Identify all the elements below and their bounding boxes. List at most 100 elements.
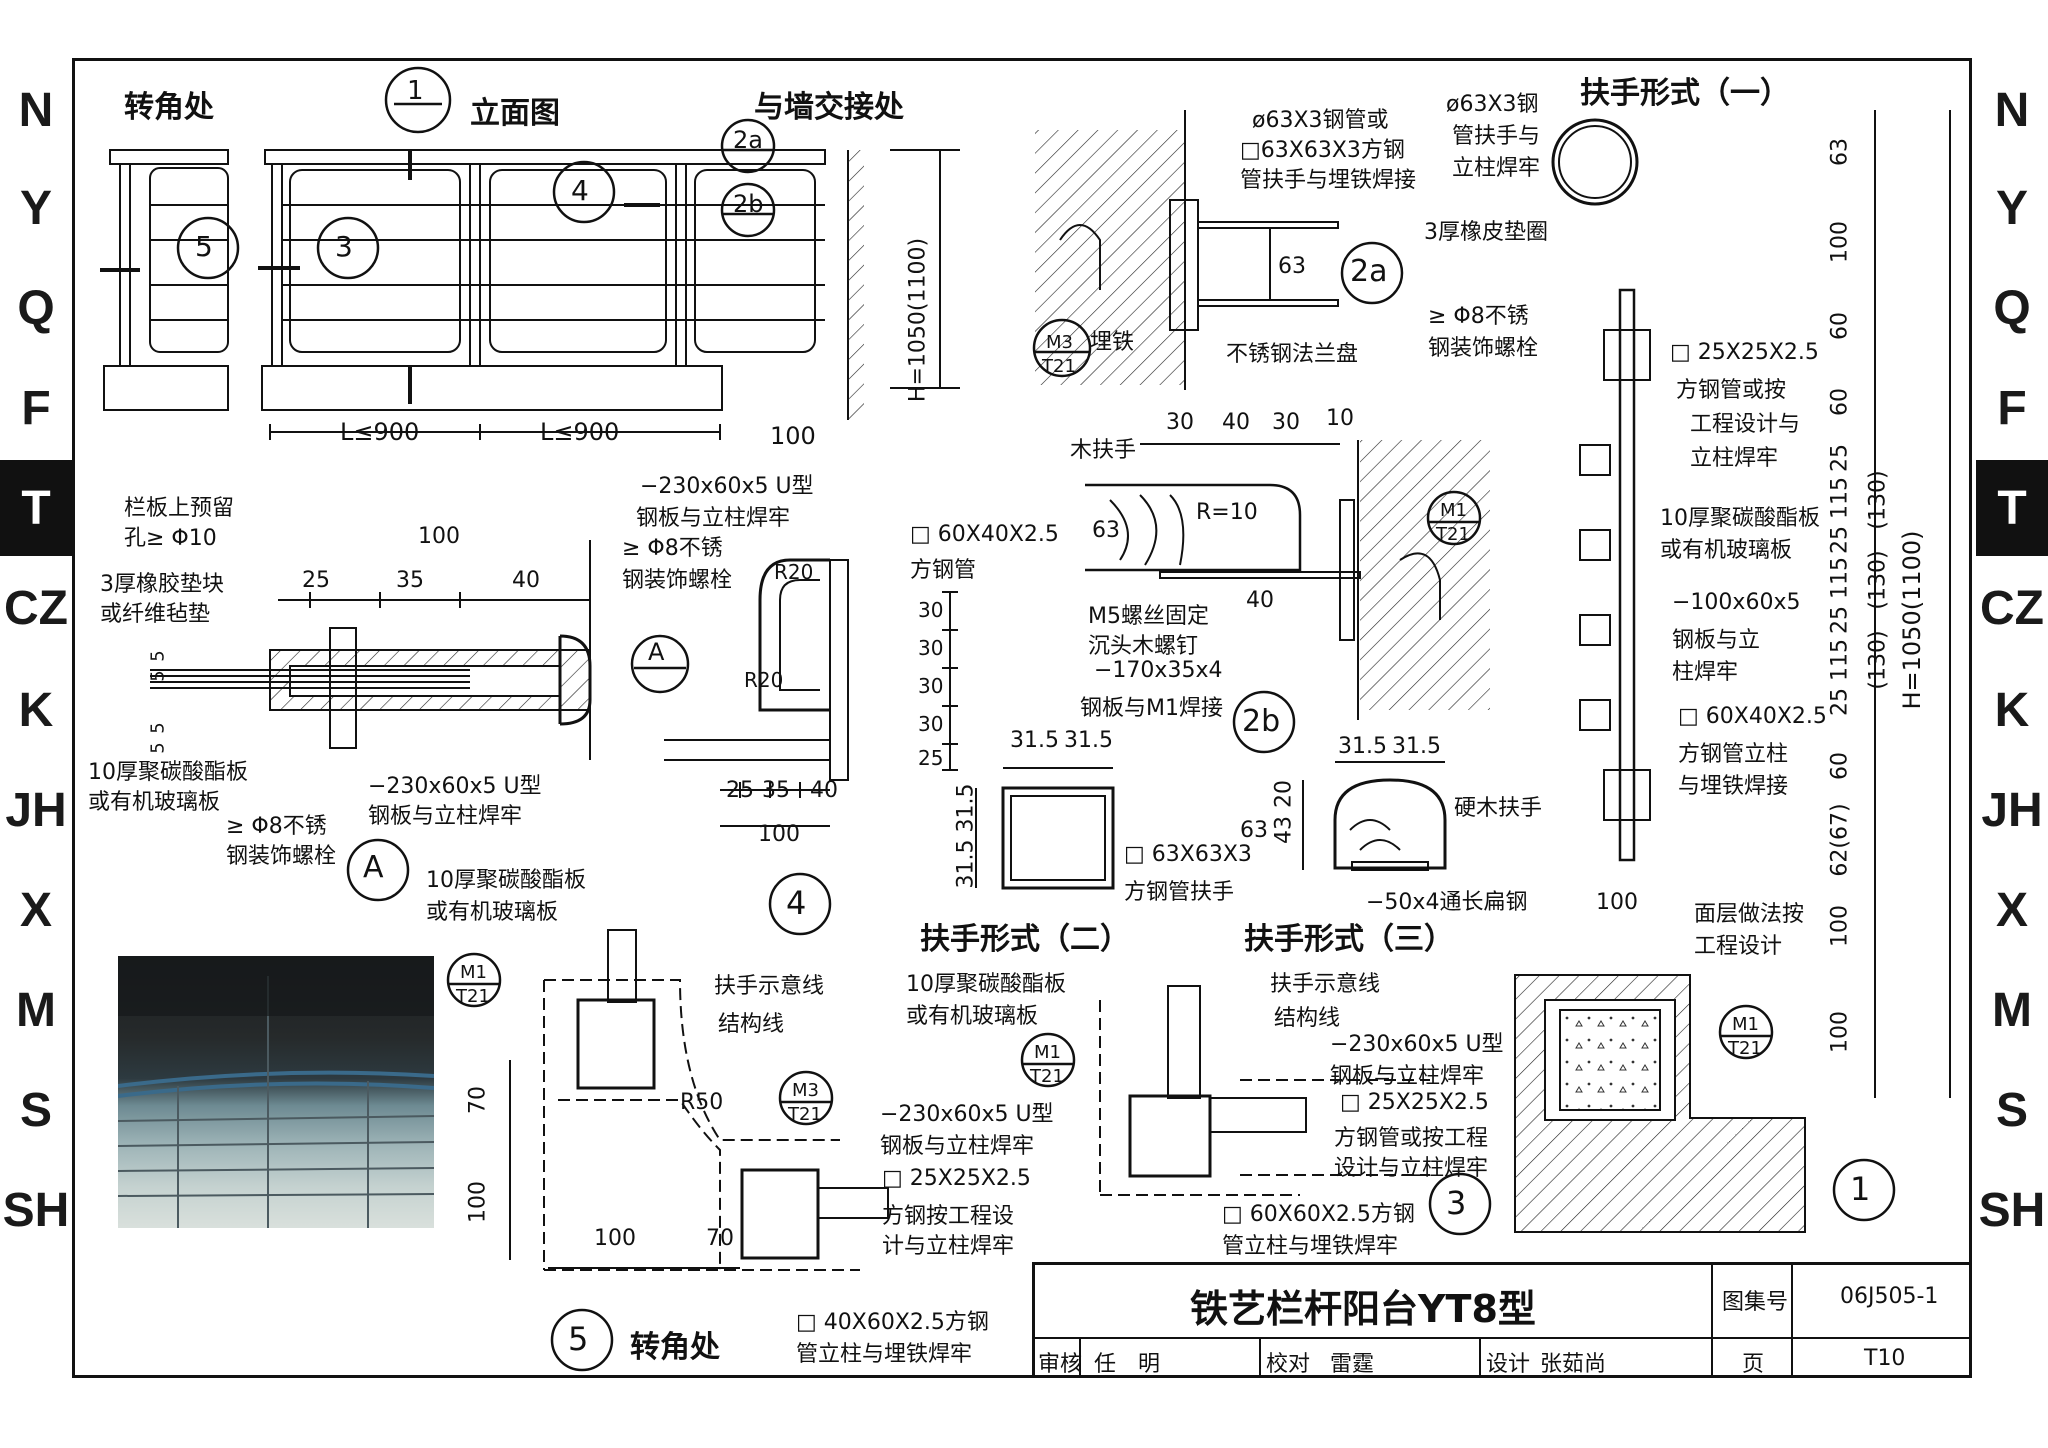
note-4-tube2: 方钢管 [910, 558, 977, 583]
square-handrail-section [975, 767, 1115, 890]
elevation-view [100, 149, 960, 440]
note-3-tube1: □ 25X25X2.5 [1340, 1090, 1489, 1115]
dim-A-5b: 5 [147, 670, 169, 682]
dim-2b-63: 63 [1092, 518, 1120, 543]
dim-1-v15: 100 [1827, 1011, 1853, 1053]
note-3-board2: 或有机玻璃板 [906, 1004, 1039, 1029]
side-tab-n[interactable]: N [18, 83, 54, 137]
side-tab-s[interactable]: S [19, 1083, 52, 1137]
note-5-tube3: 计与立柱焊牢 [882, 1234, 1015, 1259]
note-3-tube2: 方钢管或按工程 [1334, 1126, 1489, 1151]
t21-tag-3: T21 [788, 1104, 822, 1125]
dim-1-v1: 63 [1827, 138, 1853, 166]
side-tab-m[interactable]: M [16, 983, 56, 1037]
side-tab-t[interactable]: T [0, 460, 72, 556]
side-tab-sh[interactable]: SH [1978, 1183, 2046, 1237]
dim-wood-43: 43 [1271, 816, 1297, 844]
dim-1-100: 100 [1596, 890, 1638, 915]
dim-A-100: 100 [418, 524, 460, 549]
callout-A-ref: A [648, 638, 665, 666]
t21-tag-2a: T21 [1042, 356, 1076, 377]
detail-A [150, 540, 592, 760]
note-2a-embed: 埋铁 [1090, 330, 1135, 355]
side-tab-k[interactable]: K [18, 683, 54, 737]
side-tab-y[interactable]: Y [19, 181, 52, 235]
dim-2b-40v: 40 [1246, 588, 1274, 613]
side-tab-jh[interactable]: JH [5, 783, 67, 837]
note-4-uplate2: 钢板与立柱焊牢 [636, 506, 791, 531]
t21-tag-5a: T21 [456, 986, 490, 1007]
dim-4-v2: 30 [918, 636, 944, 660]
side-tab-cz[interactable]: CZ [1980, 581, 2044, 635]
note-A-bolt2: 钢装饰螺栓 [226, 844, 337, 869]
balcony-photo [118, 956, 434, 1228]
dim-wood-63: 63 [1240, 818, 1268, 843]
detail-5 [509, 929, 889, 1271]
note-1-pipe3: 立柱焊牢 [1452, 156, 1541, 181]
note-A-bolt1: ≥ Φ8不锈 [226, 814, 327, 839]
note-A-board2: 或有机玻璃板 [88, 790, 221, 815]
note-2b-r10: R=10 [1196, 500, 1258, 525]
note-A-uplate1: −230x60x5 U型 [368, 774, 542, 799]
side-tab-jh[interactable]: JH [1981, 783, 2043, 837]
note-5-post1: □ 40X60X2.5方钢 [796, 1310, 989, 1335]
detail-1-marker: 1 [1850, 1170, 1871, 1208]
dim-h-detail1: H=1050(1100) [1898, 530, 1926, 710]
side-tab-sh[interactable]: SH [2, 1183, 70, 1237]
dim-A-40: 40 [512, 568, 540, 593]
side-tab-m[interactable]: M [1992, 983, 2032, 1037]
note-2b-plate1: −170x35x4 [1094, 658, 1223, 683]
note-2a-2: □63X63X3方钢 [1240, 138, 1405, 163]
note-wood: 硬木扶手 [1454, 796, 1543, 821]
dim-5-70h: 70 [706, 1226, 734, 1251]
side-tab-n[interactable]: N [1994, 83, 2030, 137]
note-1-bolt1: ≥ Φ8不锈 [1428, 304, 1529, 329]
dim-A-5c: 5 [147, 722, 169, 734]
dim-4-v5: 25 [918, 746, 944, 770]
side-tab-t[interactable]: T [1976, 460, 2048, 556]
note-A-uplate2: 钢板与立柱焊牢 [368, 804, 523, 829]
detail-4 [664, 558, 958, 827]
note-2a-3: 管扶手与埋铁焊接 [1240, 168, 1417, 193]
callout-circles [176, 66, 1896, 1372]
dim-1-v3: 60 [1827, 312, 1853, 340]
note-2b-wood: 木扶手 [1070, 438, 1137, 463]
detail-3 [1099, 985, 1430, 1196]
design-label: 设计 [1486, 1352, 1531, 1377]
side-tab-k[interactable]: K [1994, 683, 2030, 737]
side-tab-y[interactable]: Y [1995, 181, 2028, 235]
dim-2b-10: 10 [1326, 406, 1354, 431]
side-tab-q[interactable]: Q [17, 281, 55, 335]
view-title-handrail-type2: 扶手形式（二） [920, 922, 1130, 957]
dim-4-v3: 30 [918, 674, 944, 698]
note-5-r50: R50 [680, 1090, 724, 1115]
check-label: 校对 [1266, 1352, 1311, 1377]
title-block [1032, 1262, 1972, 1378]
side-tab-x[interactable]: X [19, 883, 52, 937]
note-1-board1: 10厚聚碳酸酯板 [1660, 506, 1820, 531]
m1-tag-2b: M1 [1440, 500, 1467, 521]
side-tab-q[interactable]: Q [1993, 281, 2031, 335]
title-block-lines [1032, 1262, 1972, 1378]
detail-A-marker: A [363, 850, 384, 885]
note-3-post2: 管立柱与埋铁焊牢 [1222, 1234, 1399, 1259]
side-tab-x[interactable]: X [1995, 883, 2028, 937]
dim-1-v11: 25 [1827, 688, 1853, 716]
note-4-bolt2: 钢装饰螺栓 [622, 568, 733, 593]
dim-1-v8: 115 [1827, 557, 1853, 599]
side-tab-cz[interactable]: CZ [4, 581, 68, 635]
dim-4-100: 100 [758, 822, 800, 847]
dim-2b-30a: 30 [1166, 410, 1194, 435]
side-tab-f[interactable]: F [1997, 381, 2027, 435]
note-1-finish1: 面层做法按 [1694, 902, 1805, 927]
view-title-elevation: 立面图 [470, 96, 560, 131]
side-tab-f[interactable]: F [21, 381, 51, 435]
note-5-tube1: □ 25X25X2.5 [882, 1166, 1031, 1191]
dim-A-5a: 5 [147, 650, 169, 662]
callout-4-label: 4 [571, 174, 589, 207]
dim-1-v2: 100 [1827, 221, 1853, 263]
dim-h-elevation: H=1050(1100) [905, 237, 931, 403]
side-tab-s[interactable]: S [1995, 1083, 2028, 1137]
